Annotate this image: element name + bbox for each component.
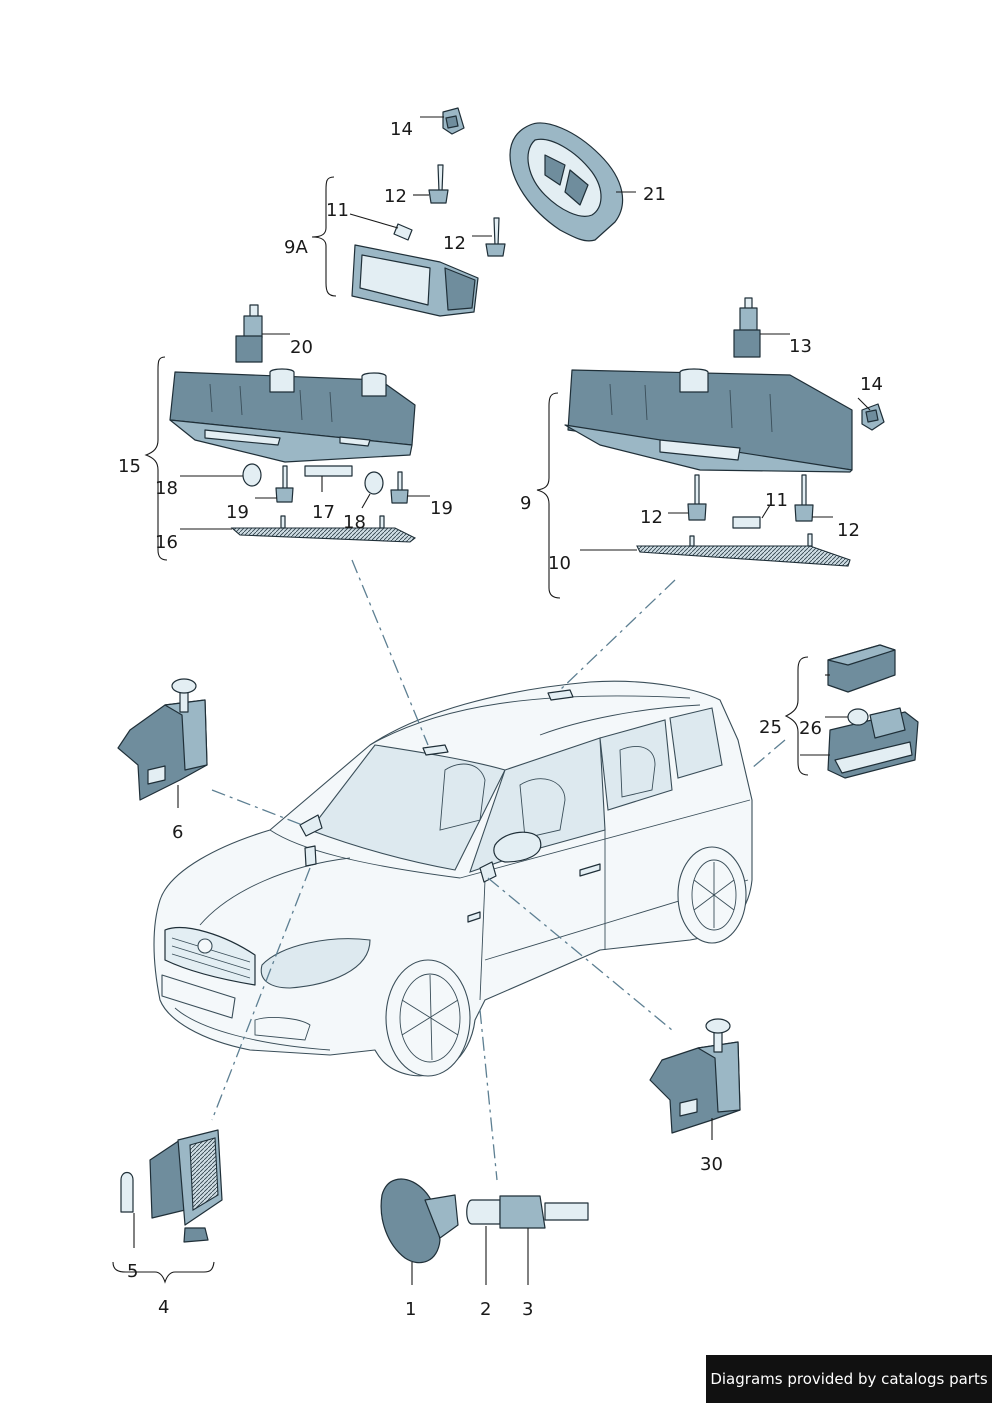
part-16-lens-left	[230, 515, 417, 543]
part-19-screw-left	[275, 465, 294, 503]
label-17: 17	[312, 502, 335, 523]
label-11-right: 11	[765, 490, 788, 511]
part-30-door-switch	[649, 1018, 741, 1134]
label-18-right: 18	[343, 512, 366, 533]
part-1-side-marker	[380, 1178, 459, 1264]
part-12-screw-top	[428, 164, 449, 204]
credit-banner: Diagrams provided by catalogs parts	[706, 1355, 992, 1403]
part-18-bulb-right	[364, 471, 384, 495]
label-12-right-left: 12	[640, 507, 663, 528]
label-25: 25	[759, 717, 782, 738]
reference-lines	[211, 559, 786, 1181]
part-4-lamp-housing	[149, 1129, 223, 1243]
label-6: 6	[172, 822, 183, 843]
label-1: 1	[405, 1299, 416, 1320]
part-2-bulb	[466, 1199, 501, 1225]
label-19-right: 19	[430, 498, 453, 519]
part-12-screw-mid	[485, 217, 506, 257]
label-2: 2	[480, 1299, 491, 1320]
label-10: 10	[548, 553, 571, 574]
part-9-console-right	[564, 368, 853, 473]
label-9a: 9A	[284, 237, 308, 258]
label-4: 4	[158, 1297, 169, 1318]
part-26-bulb	[847, 708, 869, 726]
label-30: 30	[700, 1154, 723, 1175]
label-19-left: 19	[226, 502, 249, 523]
label-26: 26	[799, 718, 822, 739]
label-12-right-right: 12	[837, 520, 860, 541]
part-17-festoon-bulb	[304, 465, 353, 477]
part-5-festoon-bulb	[120, 1171, 134, 1213]
label-15: 15	[118, 456, 141, 477]
braces	[112, 176, 809, 1284]
label-14-top: 14	[390, 119, 413, 140]
part-labels: 14 12 11 9A 12 21 20 15 18 19 17 18 19 1…	[118, 119, 883, 1320]
part-14-clip-right	[861, 403, 885, 431]
label-18-left: 18	[155, 478, 178, 499]
part-21-lamp-frame	[509, 122, 624, 242]
label-12-mid: 12	[443, 233, 466, 254]
label-20: 20	[290, 337, 313, 358]
label-3: 3	[522, 1299, 533, 1320]
part-20-connector	[235, 304, 263, 363]
part-3-socket	[499, 1195, 589, 1229]
label-5: 5	[127, 1261, 138, 1282]
label-14-right: 14	[860, 374, 883, 395]
part-6-door-switch	[117, 678, 208, 801]
part-14-clip-top	[442, 107, 465, 135]
part-9a-reading-lamp	[351, 244, 479, 317]
part-19-screw-right	[390, 471, 409, 504]
part-11-bulb-top	[393, 223, 413, 241]
label-11-top: 11	[326, 200, 349, 221]
label-12-top: 12	[384, 186, 407, 207]
part-15-console-left	[169, 368, 416, 463]
part-25-module	[827, 644, 919, 779]
label-9: 9	[520, 493, 531, 514]
car-illustration	[153, 680, 753, 1077]
label-16: 16	[155, 532, 178, 553]
part-12-screw-right-left	[687, 474, 707, 521]
label-13: 13	[789, 336, 812, 357]
leader-lines	[133, 116, 871, 1285]
part-10-lens-right	[636, 533, 851, 567]
part-13-connector	[733, 297, 761, 358]
part-18-bulb-left	[242, 463, 262, 487]
part-11-festoon-bulb	[732, 516, 761, 529]
part-12-screw-right-right	[794, 474, 814, 522]
label-21: 21	[643, 184, 666, 205]
